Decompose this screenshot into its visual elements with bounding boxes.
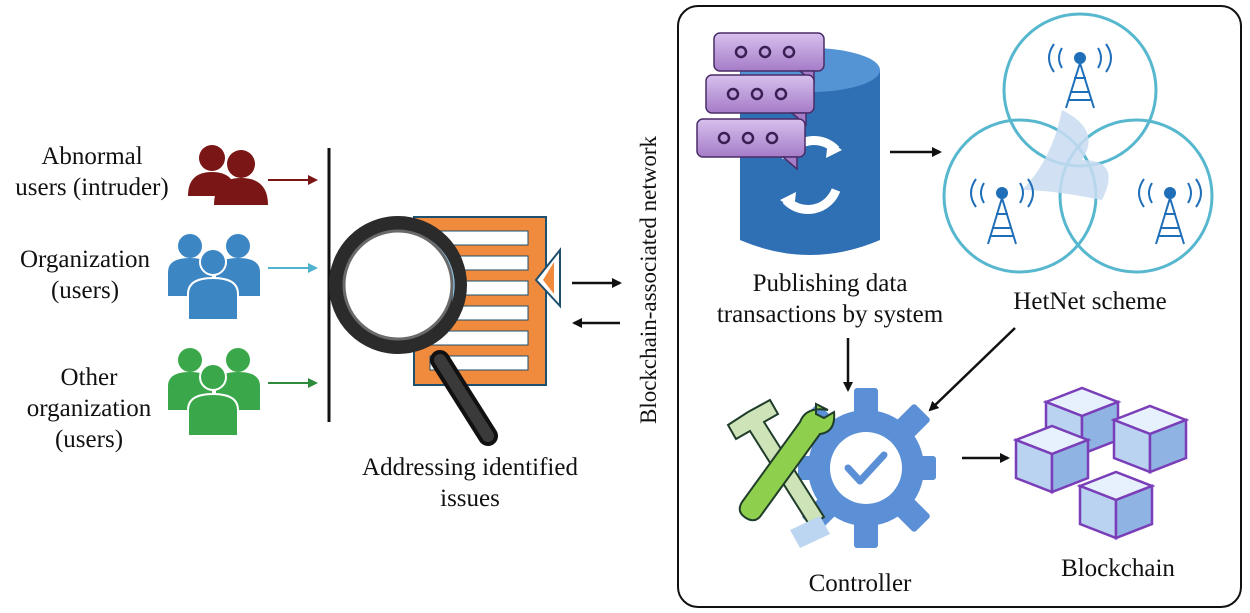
tower-icon <box>970 178 1034 245</box>
hetnet-icon <box>942 12 1214 274</box>
other-organization-users-icon <box>168 348 260 437</box>
hetnet-to-controller-arrow <box>928 327 1016 412</box>
hetnet-label: HetNet scheme <box>1013 288 1167 315</box>
blockchain-icon <box>1012 386 1190 540</box>
abnormal-users-label: Abnormal users (intruder) <box>15 143 169 201</box>
other-organization-users-label: Other organization (users) <box>26 364 152 453</box>
organization-users-label: Organization (users) <box>19 246 151 304</box>
controller-gear-icon <box>798 388 936 548</box>
tower-icon <box>1138 178 1202 245</box>
wrench-icon <box>726 398 836 548</box>
blockchain-label: Blockchain <box>1061 555 1175 582</box>
addressing-issues-label: Addressing identified issues <box>362 454 578 512</box>
magnifier-icon <box>329 216 498 446</box>
organization-users-icon <box>168 234 260 321</box>
publishing-label: Publishing data transactions by system <box>716 270 944 328</box>
abnormal-users-icon <box>188 145 268 205</box>
network-label: Blockchain-associated network <box>636 135 661 425</box>
message-bubble-icon <box>696 118 806 171</box>
tower-icon <box>1048 43 1112 109</box>
network-panel <box>677 5 1242 608</box>
controller-label: Controller <box>808 570 912 597</box>
